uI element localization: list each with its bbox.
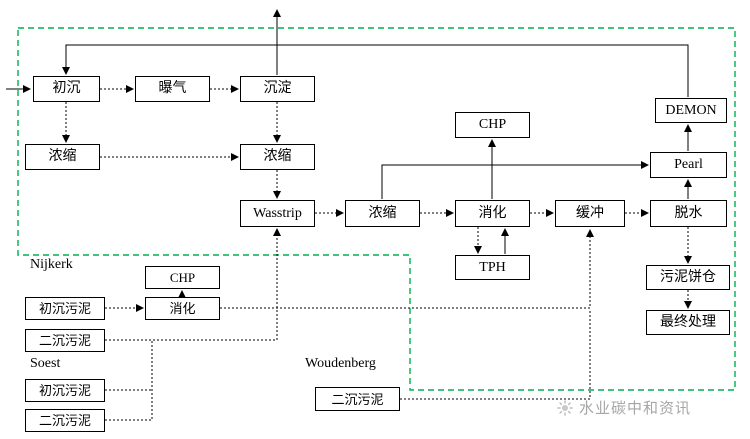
edge-nijkerk-digestion-to-buffer: [220, 229, 594, 309]
watermark: 水业碳中和资讯: [556, 397, 691, 418]
site-boundary-dashed: [17, 27, 736, 391]
node-thickening-3: 浓缩: [345, 200, 420, 227]
node-demon: DEMON: [655, 98, 727, 123]
node-nijkerk-secondary-sludge: 二沉污泥: [25, 329, 105, 352]
watermark-text: 水业碳中和资讯: [579, 401, 692, 417]
label-woudenberg: Woudenberg: [305, 356, 376, 371]
edge-thickening3-to-pearl: [381, 161, 649, 199]
node-sludge-cake-silo: 污泥饼仓: [646, 265, 730, 290]
edge-soest-secondary: [105, 340, 153, 421]
node-thickening-1: 浓缩: [25, 144, 100, 170]
node-nijkerk-digestion: 消化: [145, 297, 220, 320]
node-wasstrip: Wasstrip: [240, 200, 315, 227]
node-dewatering: 脱水: [650, 200, 727, 227]
edge-return-demon-to-primary: [62, 44, 689, 97]
sun-icon: [556, 399, 574, 417]
node-buffer: 缓冲: [555, 200, 625, 227]
node-aeration: 曝气: [135, 76, 210, 102]
label-nijkerk: Nijkerk: [30, 257, 73, 272]
node-soest-secondary-sludge: 二沉污泥: [25, 409, 105, 432]
label-soest: Soest: [30, 356, 61, 371]
node-final-disposal: 最终处理: [646, 310, 730, 335]
node-soest-primary-sludge: 初沉污泥: [25, 379, 105, 402]
node-sedimentation: 沉淀: [240, 76, 315, 102]
node-nijkerk-chp: CHP: [145, 266, 220, 289]
node-primary-settling: 初沉: [33, 76, 100, 102]
node-pearl: Pearl: [650, 152, 727, 178]
node-thickening-2: 浓缩: [240, 144, 315, 170]
node-digestion-main: 消化: [455, 200, 530, 227]
node-woudenberg-secondary-sludge: 二沉污泥: [315, 387, 400, 411]
edge-nijkerk-secondary-to-wasstrip: [105, 228, 281, 341]
node-chp-main: CHP: [455, 112, 530, 138]
node-nijkerk-primary-sludge: 初沉污泥: [25, 297, 105, 320]
edge-woudenberg-secondary: [400, 310, 591, 400]
node-tph: TPH: [455, 255, 530, 280]
